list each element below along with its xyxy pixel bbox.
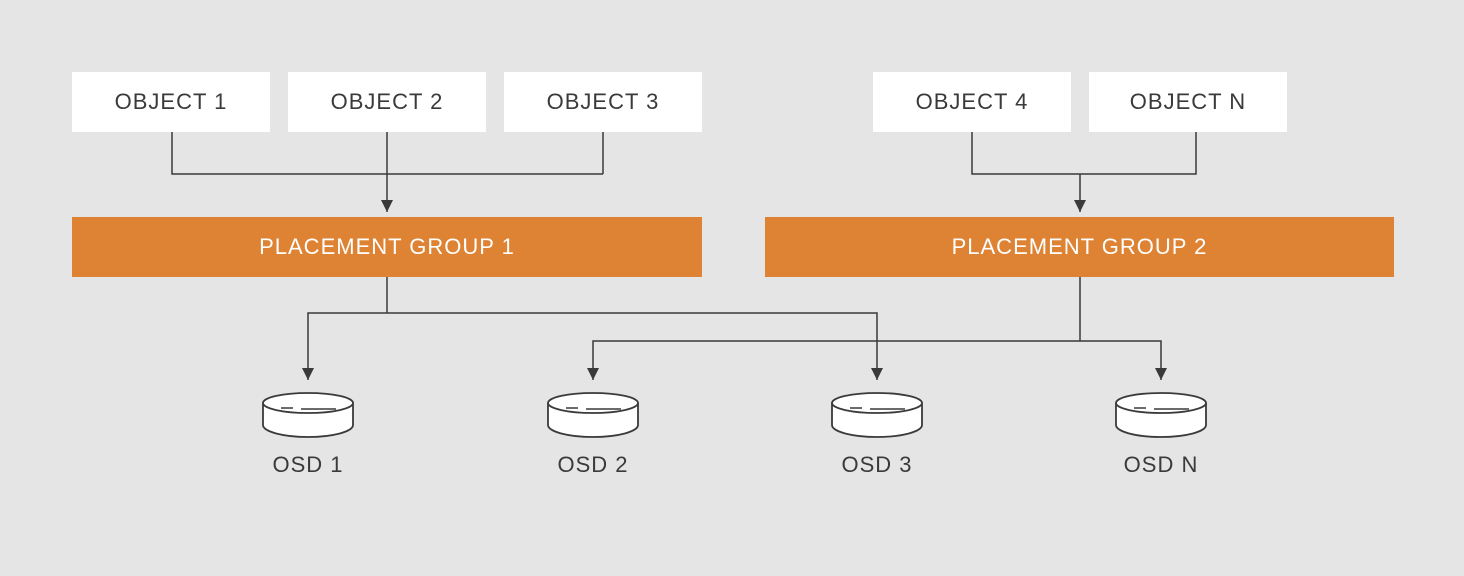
osd-3-disk-icon — [831, 392, 923, 438]
arrow-pg2-osd2 — [587, 340, 1080, 380]
placement-group-1: PLACEMENT GROUP 1 — [72, 217, 702, 277]
object-4-box: OBJECT 4 — [873, 72, 1071, 132]
object-2-box: OBJECT 2 — [288, 72, 486, 132]
connector-object4 — [971, 132, 1197, 175]
object-1-label: OBJECT 1 — [114, 89, 228, 114]
arrow-pg2-osdn — [1080, 340, 1167, 380]
placement-group-2: PLACEMENT GROUP 2 — [765, 217, 1394, 277]
osd-1-label: OSD 1 — [272, 452, 344, 477]
osd-1-disk-icon — [262, 392, 354, 438]
osd-3-label: OSD 3 — [841, 452, 913, 477]
object-3-label: OBJECT 3 — [546, 89, 660, 114]
object-n-label: OBJECT N — [1129, 89, 1247, 114]
placement-group-1-label: PLACEMENT GROUP 1 — [259, 234, 515, 259]
osd-2-label: OSD 2 — [557, 452, 629, 477]
osd-n-label: OSD N — [1123, 452, 1199, 477]
object-4-label: OBJECT 4 — [915, 89, 1029, 114]
object-n-box: OBJECT N — [1089, 72, 1287, 132]
object-2-label: OBJECT 2 — [330, 89, 444, 114]
object-3-box: OBJECT 3 — [504, 72, 702, 132]
arrow-pg1-osd1 — [302, 312, 387, 380]
osd-n-disk-icon — [1115, 392, 1207, 438]
placement-group-2-label: PLACEMENT GROUP 2 — [951, 234, 1208, 259]
osd-2-disk-icon — [547, 392, 639, 438]
arrow-pg1-osd3 — [387, 312, 883, 380]
connector-object1 — [171, 132, 603, 175]
object-1-box: OBJECT 1 — [72, 72, 270, 132]
